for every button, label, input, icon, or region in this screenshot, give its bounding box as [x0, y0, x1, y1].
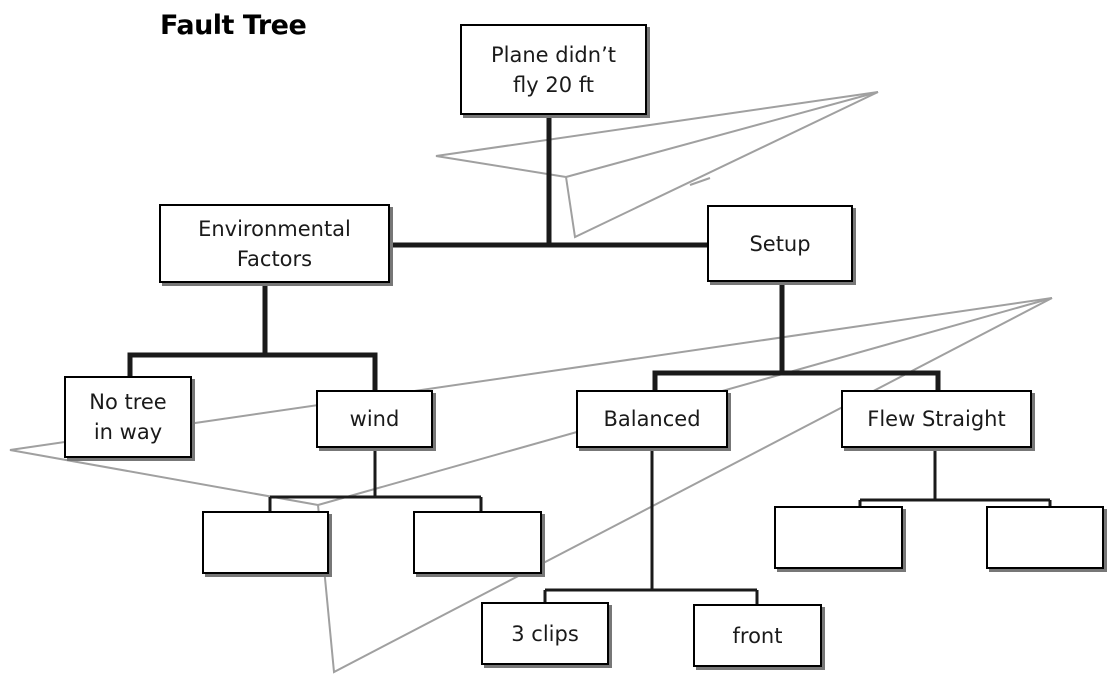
tree-connectors	[127, 113, 941, 393]
paper-airplane-icon	[435, 91, 879, 239]
node-blank-3	[774, 506, 903, 569]
node-no-tree-in-way: No tree in way	[64, 376, 192, 458]
tree-connectors-thin	[268, 448, 1052, 604]
node-wind: wind	[316, 390, 433, 448]
node-blank-2	[413, 511, 542, 574]
node-flew-straight: Flew Straight	[841, 390, 1032, 448]
node-front: front	[693, 604, 822, 667]
node-blank-1	[202, 511, 329, 574]
node-top-event: Plane didn’t fly 20 ft	[460, 24, 647, 115]
diagram-title: Fault Tree	[160, 10, 307, 41]
node-3-clips: 3 clips	[481, 602, 609, 665]
node-blank-4	[986, 506, 1104, 569]
node-environmental-factors: Environmental Factors	[159, 204, 390, 283]
node-setup: Setup	[707, 205, 853, 282]
node-balanced: Balanced	[576, 390, 728, 448]
